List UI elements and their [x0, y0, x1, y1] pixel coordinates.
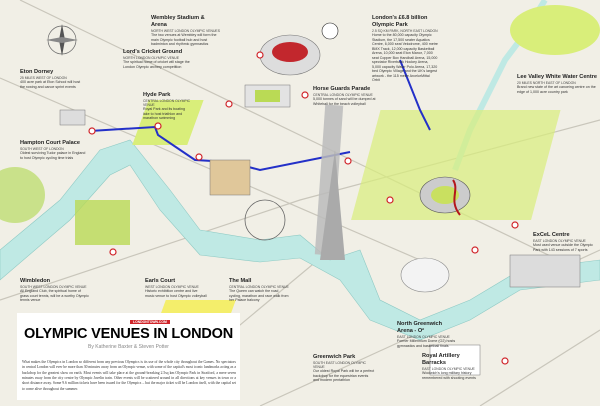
hyde-park-area	[132, 100, 204, 145]
venue-description: The Queen can watch the road cycling, ma…	[229, 289, 289, 303]
venue-title: North Greenwich Arena - O²	[397, 321, 443, 334]
venue-title: Hampton Court Palace	[20, 140, 80, 146]
stadium-buildings	[59, 22, 581, 376]
article-panel: LONDONTOWN.COM OLYMPIC VENUES IN LONDON …	[17, 313, 240, 400]
venue-title: Royal Artillery Barracks	[422, 353, 460, 366]
article-byline: By Katherine Baxter & Steven Potter	[88, 344, 169, 350]
venue-subtitle: Central London Olympic venue	[229, 284, 289, 289]
venue-description: Most used venue outside the Olympic Park…	[533, 243, 593, 252]
venue-subtitle: East London Olympic venue	[397, 334, 450, 339]
article-body: What makes the Olympics in London so dif…	[22, 360, 236, 391]
venue-subtitle: Central London Olympic venue	[313, 92, 373, 97]
venue-title: Wembley Stadium & Arena	[151, 15, 205, 28]
lee-valley-area	[510, 5, 600, 55]
venue-title: Hyde Park	[143, 92, 171, 98]
venue-label-greenwich-park: Greenwich ParkSouth east London Olympic …	[313, 354, 375, 383]
venue-subtitle: South west London Olympic venue	[20, 284, 87, 289]
venue-description: Brand new state of the art canoeing cent…	[517, 85, 596, 94]
venue-label-the-mall: The MallCentral London Olympic venueThe …	[229, 278, 291, 303]
tube-roundel-icons	[88, 51, 519, 365]
venue-description: 5,000 tonnes of sand will be dumped at W…	[313, 97, 376, 106]
venue-title: Wimbledon	[20, 278, 51, 284]
venue-description: Home to the 80,000 capacity Olympic Stad…	[372, 33, 438, 83]
venue-title: ExCeL Centre	[533, 232, 570, 238]
venue-title: Lord's Cricket Ground	[123, 49, 183, 55]
hampton-court-area	[0, 167, 45, 223]
venue-description: Royal Park and its boating lake to host …	[143, 107, 185, 121]
venue-subtitle: West London Olympic venue	[145, 284, 199, 289]
venue-label-horse-guards: Horse Guards ParadeCentral London Olympi…	[313, 86, 383, 106]
venue-subtitle: North west London Olympic venues	[151, 28, 220, 33]
venue-label-wimbledon: WimbledonSouth west London Olympic venue…	[20, 278, 90, 303]
venue-description: All England Club, the spiritual home of …	[20, 289, 89, 303]
venue-label-hampton-court: Hampton Court PalaceSouth west of London…	[20, 140, 88, 160]
venue-label-lords: Lord's Cricket GroundNorth London Olympi…	[123, 49, 193, 69]
venue-subtitle: Central London Olympic venue	[143, 98, 191, 108]
venue-description: Oldest surviving Tudor palace in England…	[20, 151, 86, 160]
venue-title: Horse Guards Parade	[313, 86, 371, 92]
venue-title: The Mall	[229, 278, 252, 284]
compass-rose-icon	[46, 24, 78, 56]
venue-description: Our oldest Royal Park will be a perfect …	[313, 369, 375, 383]
venue-subtitle: South west of London	[20, 146, 64, 151]
venue-subtitle: East London Olympic venue	[422, 366, 475, 371]
venue-description: The two venues at Wembley will form the …	[151, 33, 217, 47]
olympic-park-area	[351, 110, 561, 220]
venue-label-north-greenwich: North Greenwich Arena - O²East London Ol…	[397, 321, 459, 348]
olympic-javelin-line	[399, 59, 431, 131]
venue-title: Earls Court	[145, 278, 176, 284]
article-title: OLYMPIC VENUES IN LONDON	[24, 326, 233, 342]
venue-description: Former Millennium Dome (O2) hosts gymnas…	[397, 339, 456, 348]
venue-label-wembley: Wembley Stadium & ArenaNorth west London…	[151, 15, 221, 47]
venue-subtitle: East London Olympic venue	[533, 238, 586, 243]
venue-description: Woolwich's long military history remembe…	[422, 371, 476, 380]
venue-title: Greenwich Park	[313, 354, 356, 360]
river-thames	[0, 139, 600, 341]
venue-label-royal-artillery-barracks: Royal Artillery BarracksEast London Olym…	[422, 353, 484, 380]
venue-subtitle: 20 miles north east of London	[517, 80, 576, 85]
venue-description: Historic exhibition centre and live musi…	[145, 289, 207, 298]
venue-description: 400 acre park at Eton School will host t…	[20, 80, 81, 89]
venue-subtitle: 2.5 sq km park, north east London	[372, 28, 438, 33]
venue-title: Eton Dorney	[20, 69, 54, 75]
venue-subtitle: North London Olympic venue	[123, 55, 180, 60]
venue-label-hyde-park: Hyde ParkCentral London Olympic venueRoy…	[143, 92, 191, 121]
venue-title: London's £6.8 billion Olympic Park	[372, 15, 428, 28]
source-badge: LONDONTOWN.COM	[130, 320, 170, 324]
venue-title: Lee Valley White Water Centre	[517, 74, 597, 80]
venue-subtitle: 25 miles west of London	[20, 75, 67, 80]
venue-description: The spiritual home of cricket will stage…	[123, 60, 190, 69]
venue-subtitle: South east London Olympic venue	[313, 360, 367, 370]
venue-label-excel: ExCeL CentreEast London Olympic venueMos…	[533, 232, 595, 252]
venue-label-earls-court: Earls CourtWest London Olympic venueHist…	[145, 278, 207, 298]
